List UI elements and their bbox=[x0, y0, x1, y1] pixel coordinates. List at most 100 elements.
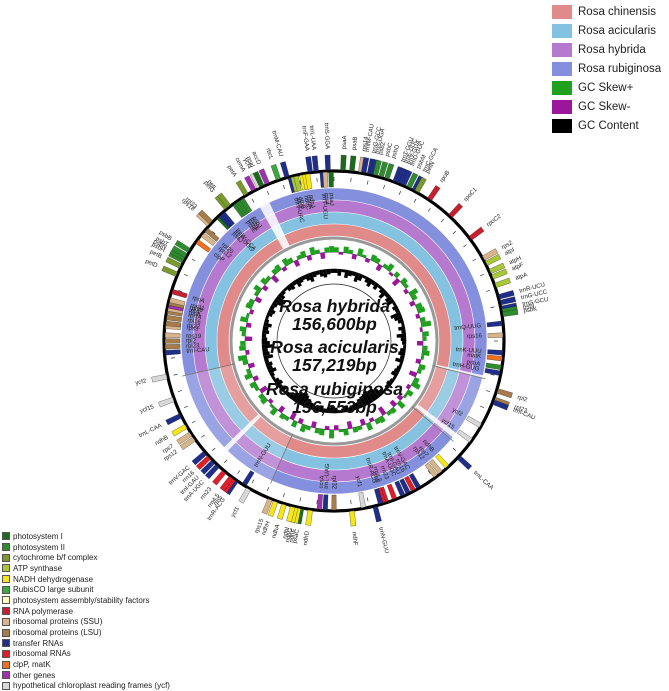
gc-skew-positive bbox=[324, 247, 329, 252]
legend-label: photosystem II bbox=[13, 543, 65, 552]
gene-block bbox=[349, 511, 356, 526]
gene-block bbox=[449, 203, 463, 217]
legend-swatch bbox=[552, 43, 572, 57]
legend-swatch bbox=[2, 532, 10, 540]
legend-item: clpP, matK bbox=[2, 659, 170, 670]
scale-tick bbox=[252, 199, 254, 202]
legend-swatch bbox=[2, 629, 10, 637]
legend-item: NADH dehydrogenase bbox=[2, 574, 170, 585]
gene-label: petD bbox=[144, 259, 159, 270]
legend-item: ribosomal RNAs bbox=[2, 649, 170, 660]
scale-tick bbox=[192, 421, 195, 423]
legend-label: photosystem assembly/stability factors bbox=[13, 596, 150, 605]
legend-label: GC Content bbox=[578, 120, 639, 132]
gc-skew-negative bbox=[294, 260, 301, 267]
gene-label: trnN-GUU bbox=[377, 527, 389, 554]
gc-skew-positive bbox=[329, 430, 334, 439]
gene-block bbox=[242, 470, 254, 485]
legend-item: photosystem II bbox=[2, 542, 170, 553]
gene-block bbox=[271, 164, 281, 180]
legend-label: cytochrome b/f complex bbox=[13, 553, 97, 562]
gene-label: rpl32 bbox=[330, 476, 336, 490]
scale-tick bbox=[480, 274, 484, 276]
gene-block bbox=[373, 506, 381, 522]
gene-block bbox=[312, 156, 319, 171]
gc-skew-positive bbox=[334, 247, 339, 252]
scale-tick bbox=[174, 374, 178, 375]
gene-label: atpA bbox=[515, 272, 529, 282]
gene-block bbox=[469, 227, 484, 240]
gene-label: trnL-CAA bbox=[138, 423, 163, 439]
legend-swatch bbox=[2, 639, 10, 647]
gc-skew-positive bbox=[309, 247, 315, 255]
legend-label: GC Skew- bbox=[578, 101, 630, 113]
scale-tick bbox=[453, 448, 456, 451]
legend-label: RNA polymerase bbox=[13, 607, 73, 616]
gc-content-bar bbox=[262, 333, 266, 337]
species-legend: Rosa chinensis Rosa acicularis Rosa hybr… bbox=[552, 2, 661, 135]
gene-label: ndhF bbox=[351, 532, 358, 547]
gene-label: ndhA bbox=[271, 524, 281, 539]
scale-tick bbox=[192, 259, 195, 261]
gc-content-bar bbox=[334, 269, 338, 273]
legend-item: photosystem I bbox=[2, 531, 170, 542]
legend-swatch bbox=[2, 650, 10, 658]
gene-block bbox=[172, 424, 187, 436]
legend-swatch bbox=[2, 682, 10, 690]
scale-tick bbox=[367, 498, 368, 502]
gc-skew-negative bbox=[369, 417, 375, 422]
legend-label: photosystem I bbox=[13, 532, 63, 541]
gc-skew-negative bbox=[392, 278, 400, 286]
species-name-2: Rosa acicularis bbox=[0, 338, 669, 356]
scale-tick bbox=[283, 493, 284, 497]
scale-tick bbox=[212, 448, 215, 451]
gc-skew-positive bbox=[291, 420, 298, 427]
legend-label: ATP synthase bbox=[13, 564, 62, 573]
gc-skew-positive bbox=[386, 263, 394, 272]
gene-category-legend: photosystem I photosystem II cytochrome … bbox=[2, 531, 170, 691]
gene-label: psaB bbox=[352, 136, 359, 150]
gc-skew-negative bbox=[320, 252, 325, 259]
gc-skew-positive bbox=[339, 430, 344, 433]
gene-block bbox=[349, 156, 356, 171]
legend-item: Rosa chinensis bbox=[552, 2, 661, 21]
legend-item: other genes bbox=[2, 670, 170, 681]
legend-item: RubisCO large subunit bbox=[2, 584, 170, 595]
legend-label: ribosomal proteins (SSU) bbox=[13, 617, 102, 626]
legend-label: ribosomal RNAs bbox=[13, 649, 71, 658]
scale-tick bbox=[201, 435, 204, 437]
scale-tick bbox=[486, 290, 490, 291]
legend-swatch bbox=[552, 5, 572, 19]
gene-label: psaA bbox=[342, 135, 349, 149]
center-title-3: Rosa rubiginosa 156,553bp bbox=[0, 380, 669, 416]
gene-label: ycf1 bbox=[230, 506, 241, 519]
gene-block bbox=[457, 456, 471, 470]
gc-skew-positive bbox=[357, 426, 363, 431]
legend-swatch bbox=[2, 618, 10, 626]
gc-skew-negative bbox=[347, 421, 353, 429]
legend-swatch bbox=[552, 24, 572, 38]
legend-label: hypothetical chloroplast reading frames … bbox=[13, 681, 170, 690]
legend-item: ribosomal proteins (LSU) bbox=[2, 627, 170, 638]
legend-label: clpP, matK bbox=[13, 660, 51, 669]
gene-block bbox=[341, 155, 347, 170]
scale-tick bbox=[453, 231, 456, 234]
gc-skew-positive bbox=[394, 271, 401, 278]
gene-label: petA bbox=[226, 165, 238, 179]
scale-tick bbox=[283, 185, 284, 189]
legend-item: ATP synthase bbox=[2, 563, 170, 574]
legend-item: hypothetical chloroplast reading frames … bbox=[2, 681, 170, 691]
legend-label: Rosa chinensis bbox=[578, 6, 656, 18]
gene-block bbox=[387, 484, 397, 500]
legend-item: Rosa hybrida bbox=[552, 40, 661, 59]
gc-skew-positive bbox=[343, 429, 349, 436]
legend-label: Rosa rubiginosa bbox=[578, 63, 661, 75]
gene-block bbox=[466, 416, 481, 427]
gc-skew-positive bbox=[314, 428, 320, 434]
legend-swatch bbox=[552, 81, 572, 95]
gene-block bbox=[280, 162, 289, 178]
gene-block bbox=[306, 510, 313, 526]
legend-swatch bbox=[552, 62, 572, 76]
legend-swatch bbox=[2, 543, 10, 551]
gene-block bbox=[317, 494, 323, 509]
